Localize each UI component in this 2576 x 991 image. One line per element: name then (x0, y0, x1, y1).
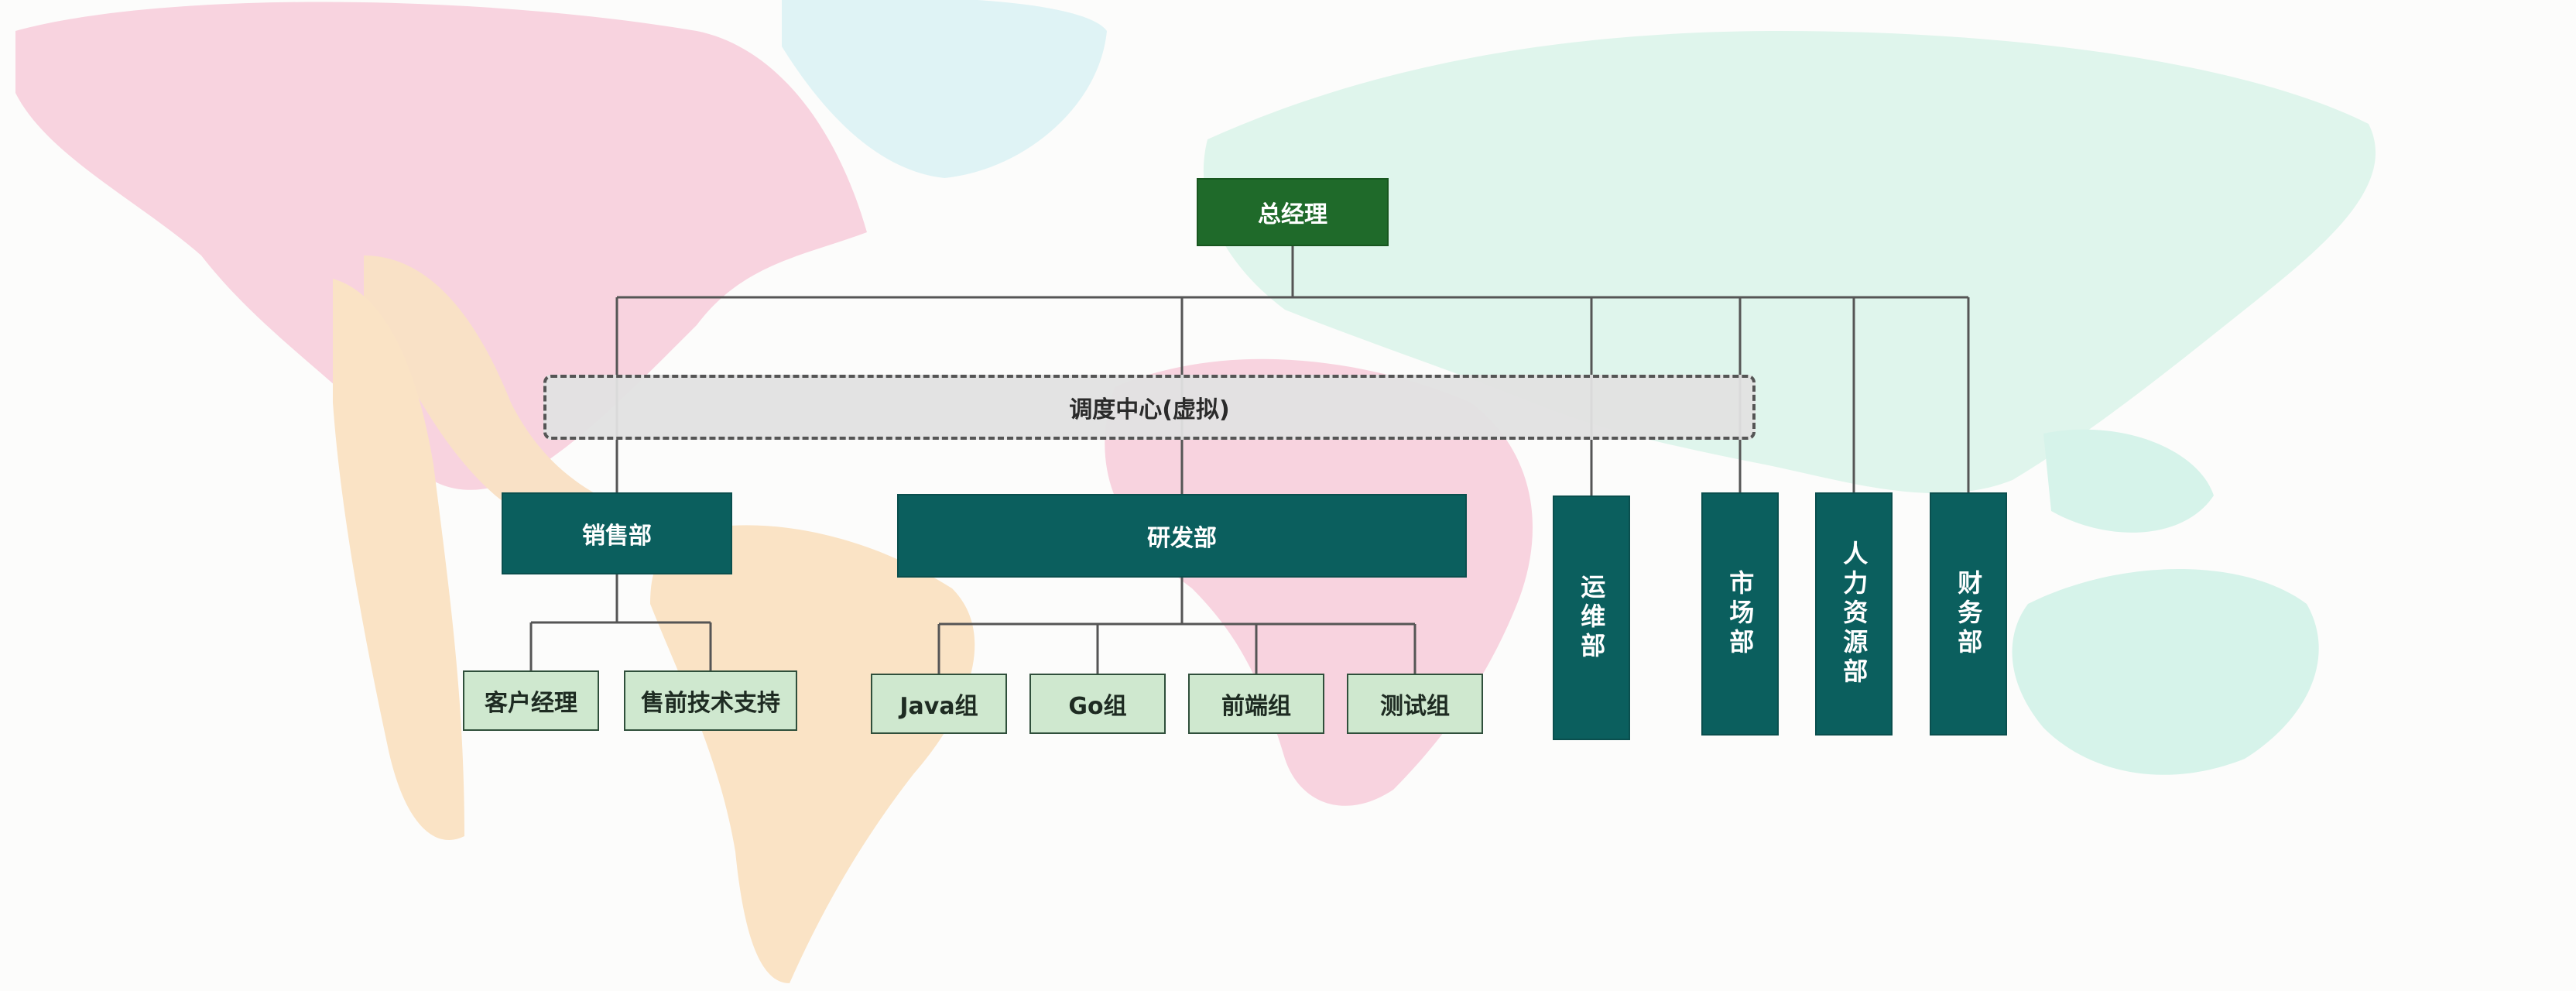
finance-dept-label: 财务部 (1954, 570, 1984, 658)
south-america-west-shape (333, 279, 464, 840)
dispatch-center-label: 调度中心(虚拟) (1069, 396, 1230, 423)
ops-dept-node: 运维部 (1553, 496, 1630, 740)
team-node: 客户经理 (463, 670, 599, 731)
australia-shape (2012, 569, 2319, 775)
sales-dept-label: 销售部 (582, 523, 652, 550)
dispatch-center-node: 调度中心(虚拟) (543, 375, 1756, 440)
finance-dept-node: 财务部 (1930, 492, 2007, 736)
general-manager-node: 总经理 (1197, 178, 1389, 246)
team-node: 前端组 (1188, 674, 1324, 734)
greenland-shape (782, 0, 1107, 178)
team-label: Go组 (1068, 693, 1127, 720)
team-node: Go组 (1029, 674, 1166, 734)
north-america-shape (15, 2, 867, 490)
team-label: Java组 (899, 693, 978, 720)
central-america-shape (364, 255, 635, 530)
general-manager-label: 总经理 (1258, 201, 1327, 228)
rd-dept-label: 研发部 (1147, 525, 1217, 552)
hr-dept-label: 人力资源部 (1839, 540, 1869, 688)
marketing-dept-node: 市场部 (1701, 492, 1779, 736)
team-label: 客户经理 (485, 690, 577, 717)
marketing-dept-label: 市场部 (1725, 570, 1756, 658)
southeast-asia-shape (2043, 429, 2214, 533)
team-node: 测试组 (1347, 674, 1483, 734)
south-america-shape (650, 525, 975, 983)
team-label: 售前技术支持 (641, 690, 780, 717)
team-node: 售前技术支持 (624, 670, 797, 731)
ops-dept-label: 运维部 (1577, 574, 1607, 662)
rd-dept-node: 研发部 (897, 494, 1467, 578)
team-node: Java组 (871, 674, 1007, 734)
team-label: 测试组 (1380, 693, 1450, 720)
team-label: 前端组 (1221, 693, 1291, 720)
hr-dept-node: 人力资源部 (1815, 492, 1893, 736)
sales-dept-node: 销售部 (502, 492, 732, 574)
